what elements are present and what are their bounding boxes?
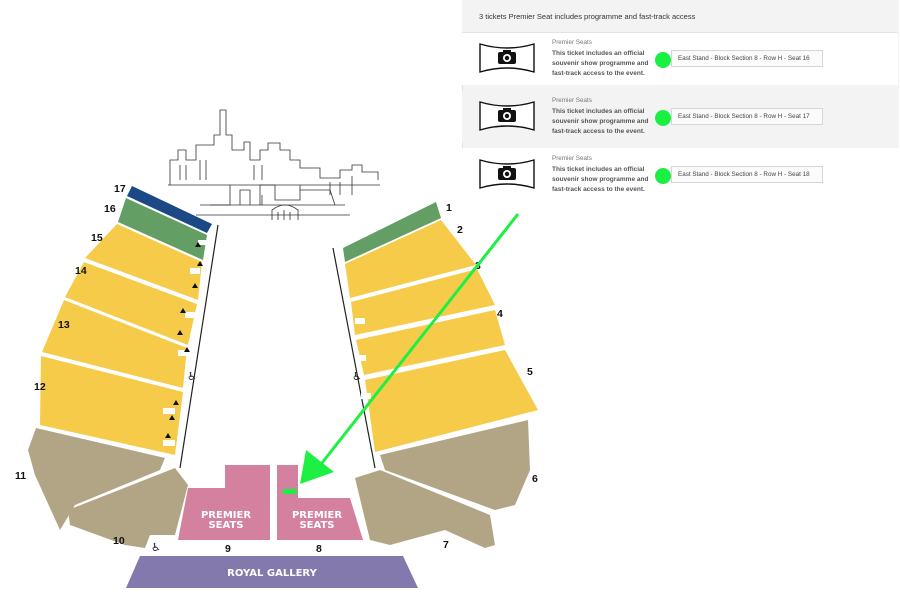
- wheelchair-icon: ♿: [151, 541, 161, 554]
- section-number: 5: [527, 366, 533, 378]
- section-11-block[interactable]: [28, 428, 165, 530]
- seat-field[interactable]: East Stand - Block Section 8 - Row H - S…: [671, 50, 823, 67]
- section-4-block[interactable]: [356, 310, 505, 375]
- section-number: 7: [443, 539, 449, 551]
- selected-indicator: [655, 168, 671, 184]
- ticket-row: Premier Seats This ticket includes an of…: [462, 33, 898, 85]
- ticket-description: This ticket includes an official souveni…: [552, 108, 649, 135]
- ticket-category: Premier Seats: [552, 155, 592, 162]
- seat-field[interactable]: East Stand - Block Section 8 - Row H - S…: [671, 108, 823, 125]
- selected-seats-marker: [283, 489, 297, 494]
- west-stand: [28, 186, 212, 548]
- section-number: 15: [91, 232, 103, 244]
- section-1-block[interactable]: [343, 202, 441, 262]
- ticket-description: This ticket includes an official souveni…: [552, 50, 649, 77]
- wheelchair-icon: ♿: [352, 370, 362, 383]
- section-number: 2: [457, 224, 463, 236]
- section-3-block[interactable]: [351, 269, 495, 335]
- selected-indicator: [655, 52, 671, 68]
- premier-label: PREMIER: [292, 510, 342, 521]
- section-number: 11: [15, 470, 26, 482]
- ticket-category: Premier Seats: [552, 97, 592, 104]
- section-16-block[interactable]: [118, 198, 207, 260]
- right-notches: [355, 318, 371, 399]
- seat-field[interactable]: East Stand - Block Section 8 - Row H - S…: [671, 166, 823, 183]
- premier-seats-left[interactable]: PREMIER SEATS: [178, 465, 270, 540]
- ticket-description: This ticket includes an official souveni…: [552, 166, 649, 193]
- section-15-block[interactable]: [85, 224, 202, 300]
- wheelchair-icon: ♿: [187, 370, 197, 383]
- section-14-block[interactable]: [65, 262, 197, 345]
- premier-label: SEATS: [208, 520, 243, 531]
- premier-label: SEATS: [299, 520, 334, 531]
- camera-icon: [479, 43, 535, 73]
- section-number: 4: [497, 308, 503, 320]
- section-number: 10: [113, 535, 125, 547]
- section-12-block[interactable]: [40, 356, 183, 455]
- entrance-markers: [165, 242, 203, 438]
- premier-seats-right[interactable]: PREMIER SEATS: [277, 465, 363, 540]
- section-number: 8: [316, 543, 322, 555]
- section-number: 9: [225, 543, 231, 555]
- left-notches: [163, 240, 206, 446]
- section-7-block[interactable]: [355, 470, 495, 548]
- section-number: 13: [58, 319, 70, 331]
- aisle-walls: [179, 224, 376, 469]
- section-number: 16: [104, 203, 116, 215]
- section-number: 12: [34, 381, 46, 393]
- camera-icon: [479, 101, 535, 131]
- ticket-summary: 3 tickets Premier Seat includes programm…: [462, 0, 898, 33]
- royal-gallery[interactable]: ROYAL GALLERY: [126, 556, 418, 588]
- section-17-block[interactable]: [127, 186, 212, 233]
- section-2-block[interactable]: [345, 220, 476, 298]
- camera-icon: [479, 159, 535, 189]
- section-numbers: 1 2 3 4 5 6 7 8 9 10 11 12 13 14 15 16 1…: [15, 183, 538, 555]
- east-stand[interactable]: [343, 202, 538, 548]
- section-number: 6: [532, 473, 538, 485]
- ticket-category: Premier Seats: [552, 39, 592, 46]
- castle-illustration: [168, 109, 380, 220]
- section-13-block[interactable]: [42, 300, 187, 388]
- section-number: 1: [446, 202, 452, 214]
- pointer-arrow: [300, 213, 520, 484]
- selected-indicator: [655, 110, 671, 126]
- section-number: 17: [114, 183, 126, 195]
- section-6-block[interactable]: [380, 420, 530, 510]
- section-5-block[interactable]: [365, 350, 538, 452]
- royal-gallery-label: ROYAL GALLERY: [227, 568, 317, 579]
- ticket-row: Premier Seats This ticket includes an of…: [462, 149, 898, 201]
- premier-label: PREMIER: [201, 510, 251, 521]
- section-number: 14: [75, 265, 87, 277]
- ticket-row: Premier Seats This ticket includes an of…: [462, 91, 898, 143]
- section-10-block[interactable]: [68, 468, 188, 548]
